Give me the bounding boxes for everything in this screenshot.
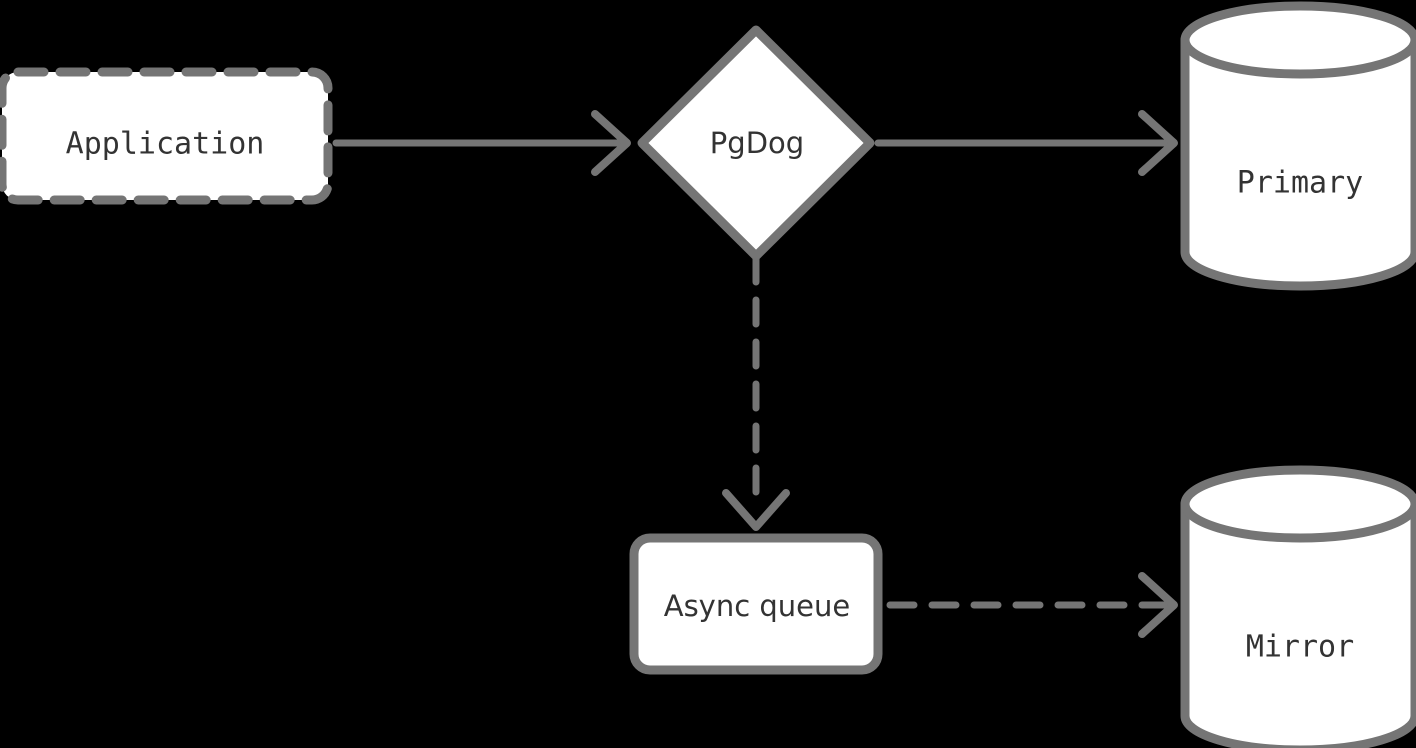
pgdog-diamond-border [637, 25, 875, 261]
mirror-cylinder-top-ellipse [1180, 465, 1416, 543]
edge-app-to-pgdog [332, 110, 631, 176]
async-queue-label: Async queue [664, 589, 851, 623]
primary-cylinder-top-ellipse [1180, 1, 1416, 79]
node-application[interactable]: Application [0, 67, 333, 205]
mirror-label: Mirror [1246, 630, 1354, 665]
node-mirror[interactable]: Mirror [1180, 465, 1416, 748]
node-async-queue[interactable]: Async queue [629, 533, 883, 675]
mirror-cylinder-top-fill [1185, 470, 1415, 538]
edge-pgdog-to-primary [874, 110, 1178, 176]
async-queue-box-border [629, 533, 883, 675]
application-box-border [0, 67, 333, 205]
edge-async-queue-to-mirror [886, 572, 1178, 638]
application-box-fill [2, 72, 328, 200]
primary-cylinder-top-fill [1185, 6, 1415, 74]
primary-label: Primary [1237, 166, 1363, 201]
primary-cylinder-body [1180, 35, 1416, 291]
async-queue-box-fill [634, 538, 878, 670]
edge-pgdog-to-async-queue [722, 254, 790, 531]
pgdog-label: PgDog [710, 126, 804, 160]
application-label: Application [66, 127, 265, 162]
node-pgdog[interactable]: PgDog [637, 25, 875, 261]
primary-cylinder-fill [1185, 6, 1415, 286]
node-primary[interactable]: Primary [1180, 1, 1416, 291]
mirror-cylinder-body [1180, 499, 1416, 748]
mirror-cylinder-fill [1185, 470, 1415, 748]
